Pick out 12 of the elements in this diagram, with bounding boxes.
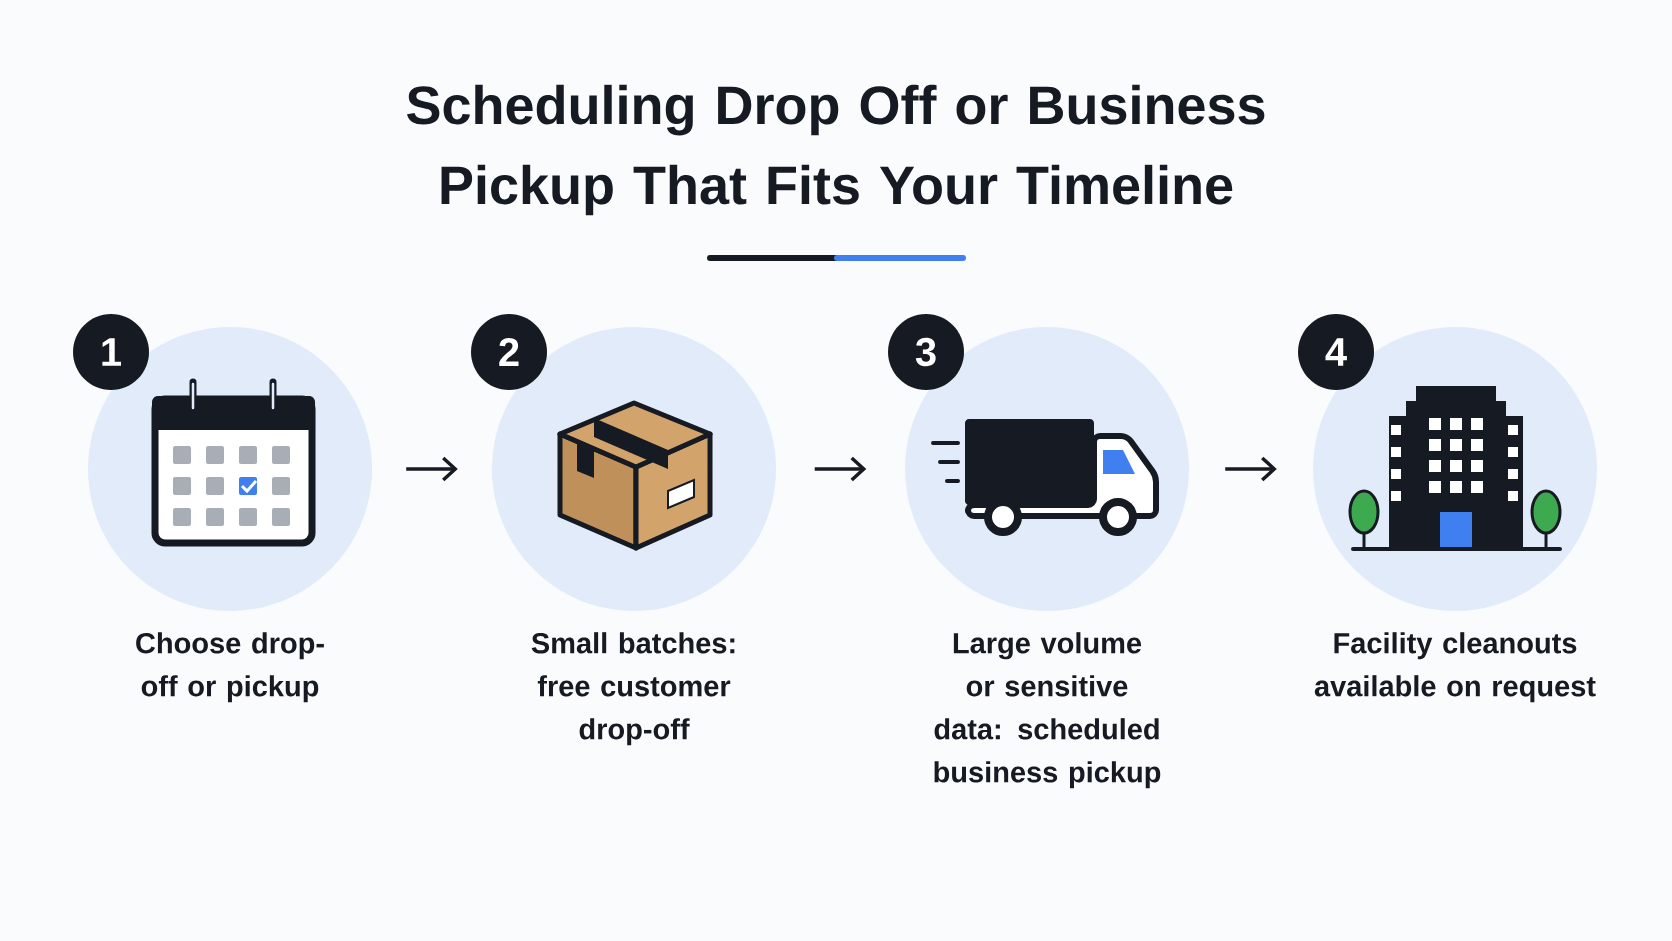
number-badge: 4 xyxy=(1298,314,1374,390)
step-caption: Small batches: free customer drop-off xyxy=(531,632,735,746)
step-caption: Large volume or sensitive data: scheduled business pickup xyxy=(934,632,1161,789)
arrow xyxy=(406,456,458,482)
arrow xyxy=(1225,456,1277,482)
step-caption: Choose drop-off or pickup xyxy=(136,632,324,703)
number-badge: 2 xyxy=(471,314,547,390)
arrow xyxy=(814,456,867,482)
step-caption: Facility cleanouts available on request xyxy=(1314,632,1596,703)
number-badge: 1 xyxy=(73,314,149,390)
title: Scheduling Drop Off or Business Pickup That Fits Your Timeline xyxy=(407,84,1265,216)
number-badge: 3 xyxy=(888,314,964,390)
